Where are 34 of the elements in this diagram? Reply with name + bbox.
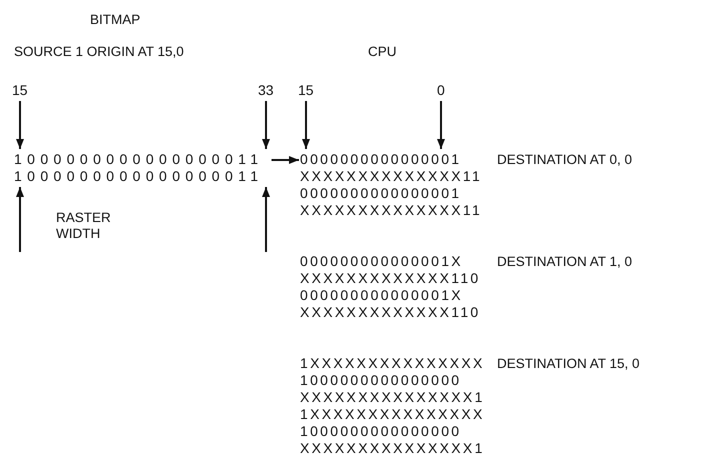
arrow — [16, 187, 24, 252]
bit-row: XXXXXXXXXXXXXX11 — [300, 202, 482, 219]
bit-row: XXXXXXXXXXXXXXX1 — [300, 389, 485, 406]
bit-row: 1000000000000000011 — [14, 168, 264, 185]
heading-text: BITMAP — [90, 12, 140, 28]
arrow — [262, 101, 270, 149]
destination-label: DESTINATION AT 1, 0 — [497, 253, 632, 270]
bit-row-text: 000000000000001X — [300, 287, 464, 304]
bit-row-text: 0000000000000001 — [300, 185, 462, 202]
arrow — [262, 187, 270, 252]
arrow — [16, 101, 24, 149]
bit-row-text: 1000000000000000 — [300, 372, 462, 389]
heading-text: CPU — [368, 44, 397, 60]
bit-row-text: 000000000000001X — [300, 253, 464, 270]
arrow — [437, 101, 445, 149]
bit-number: 15 — [12, 82, 28, 99]
bit-row-text: 0000000000000001 — [300, 151, 462, 168]
bit-row: XXXXXXXXXXXXX110 — [300, 270, 481, 287]
arrow — [302, 101, 310, 149]
bit-number: 33 — [258, 82, 274, 99]
bit-row: 1XXXXXXXXXXXXXXX — [300, 406, 485, 423]
bit-row: XXXXXXXXXXXXX110 — [300, 304, 481, 321]
destination-label: DESTINATION AT 15, 0 — [497, 355, 640, 372]
bit-row-text: 1000000000000000 — [300, 423, 462, 440]
annotation-text: RASTER WIDTH — [56, 210, 112, 242]
arrow — [272, 156, 299, 164]
heading-text: SOURCE 1 ORIGIN AT 15,0 — [14, 44, 184, 60]
bit-number: 15 — [298, 82, 314, 99]
bit-row: 1XXXXXXXXXXXXXXX — [300, 355, 485, 372]
bit-number: 0 — [437, 82, 445, 99]
bit-row: XXXXXXXXXXXXXX11 — [300, 168, 482, 185]
bit-row: 1000000000000000011 — [14, 151, 264, 168]
destination-label: DESTINATION AT 0, 0 — [497, 151, 632, 168]
bit-row: XXXXXXXXXXXXXXX1 — [300, 440, 485, 457]
